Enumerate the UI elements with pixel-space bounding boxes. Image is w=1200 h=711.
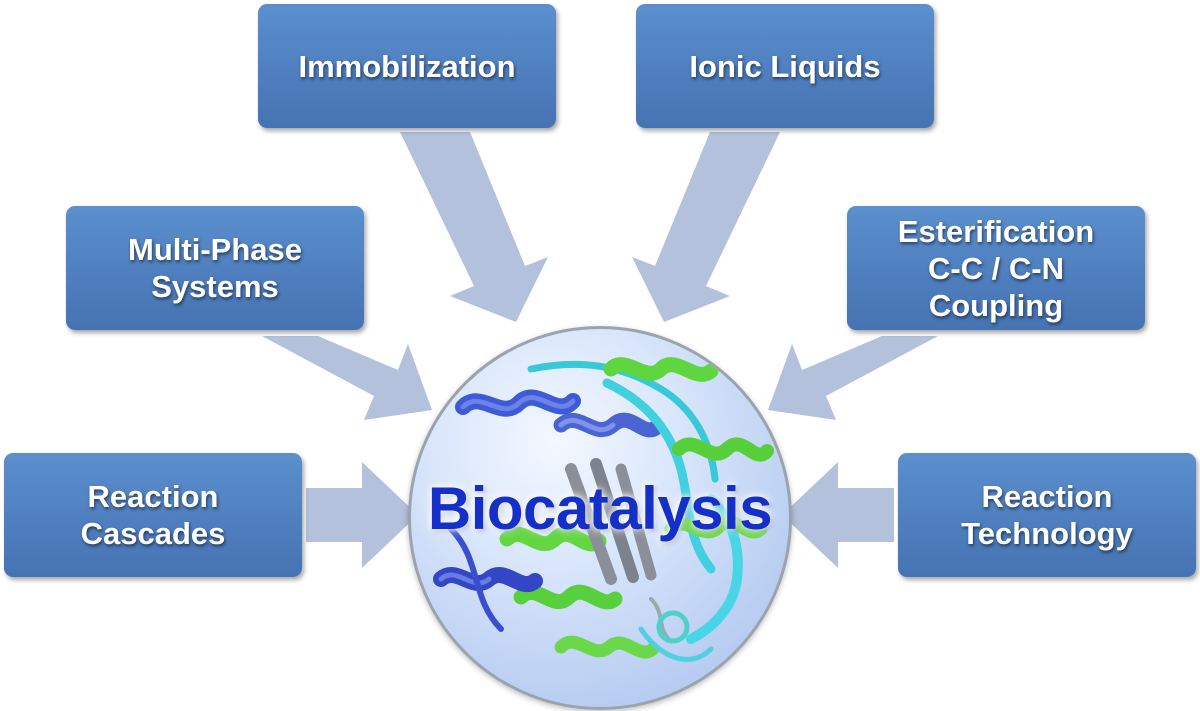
arrow-from-immobilization xyxy=(400,132,548,322)
topic-box-esterification-coupling: Esterification C-C / C-N Coupling xyxy=(847,206,1145,330)
arrow-from-ionic-liquids xyxy=(632,132,780,322)
topic-box-reaction-technology: Reaction Technology xyxy=(898,453,1196,577)
arrow-from-reaction-technology xyxy=(782,462,894,568)
arrow-from-multi-phase xyxy=(262,336,432,420)
center-circle xyxy=(408,326,792,710)
arrow-from-esterification xyxy=(768,336,938,420)
topic-box-ionic-liquids: Ionic Liquids xyxy=(636,4,934,128)
topic-box-immobilization: Immobilization xyxy=(258,4,556,128)
topic-box-reaction-cascades: Reaction Cascades xyxy=(4,453,302,577)
center-label-biocatalysis: Biocatalysis xyxy=(427,475,773,542)
topic-box-multi-phase-systems: Multi-Phase Systems xyxy=(66,206,364,330)
arrow-from-reaction-cascades xyxy=(306,462,418,568)
protein-structure-image xyxy=(433,357,774,662)
